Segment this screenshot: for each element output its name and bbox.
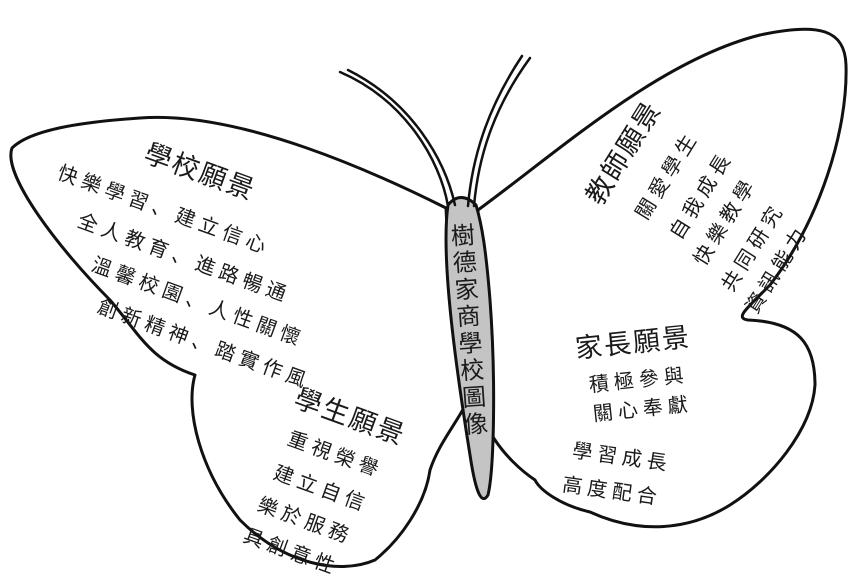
body-label-char: 圖 — [461, 382, 488, 413]
butterfly-body — [444, 196, 496, 501]
right-wing — [476, 27, 848, 529]
body-label-char: 樹 — [449, 221, 476, 251]
body-label-char: 像 — [463, 409, 490, 440]
body-label-char: 德 — [451, 248, 478, 278]
left-wing — [9, 115, 472, 568]
body-label-char: 家 — [453, 274, 480, 305]
left-antenna — [338, 68, 457, 208]
right-antenna — [466, 54, 532, 208]
body-label-char: 學 — [457, 328, 484, 359]
body-label-char: 校 — [459, 355, 486, 386]
body-label-char: 商 — [455, 301, 482, 332]
